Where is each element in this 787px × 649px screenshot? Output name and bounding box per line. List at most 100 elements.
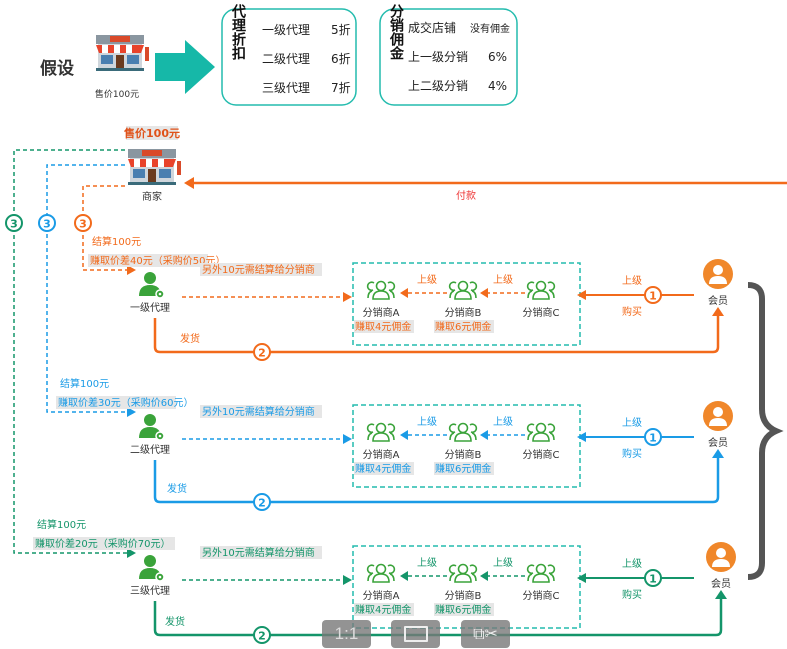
- earn-bg: [354, 462, 414, 475]
- margin-bg: [56, 396, 176, 409]
- ship-line: [153, 314, 720, 354]
- step-2-badge: [253, 343, 271, 361]
- earn-text: 赚取4元佣金: [355, 320, 411, 333]
- arrow-head: [343, 575, 352, 585]
- commission-name: 成交店铺: [408, 20, 456, 35]
- upper-label: 上级: [493, 557, 513, 569]
- discount-name: 二级代理: [262, 52, 310, 66]
- commission-value: 没有佣金: [470, 22, 510, 35]
- distributor-label: 分销商C: [523, 448, 560, 461]
- distributor-icon: [526, 422, 556, 442]
- discount-name: 一级代理: [262, 23, 310, 37]
- commission-value: 6%: [488, 50, 507, 64]
- arrow-head: [127, 548, 136, 558]
- margin-text: 赚取价差20元（采购价70元）: [35, 537, 170, 550]
- settle-text: 结算100元: [60, 377, 109, 390]
- member-icon: [703, 259, 733, 289]
- earn-text: 赚取6元佣金: [435, 320, 491, 333]
- actual-size-label: 1:1: [334, 624, 359, 643]
- settlement-line: [13, 149, 128, 554]
- step-3-badge: [5, 214, 23, 232]
- discount-value: 7折: [331, 80, 351, 95]
- distributor-box: [352, 545, 581, 629]
- distributor-label: 分销商B: [445, 589, 482, 602]
- arrow-head: [577, 573, 586, 583]
- extra-bg: [200, 546, 322, 559]
- earn-bg: [434, 320, 494, 333]
- distributor-icon: [526, 563, 556, 583]
- distributor-icon: [366, 422, 396, 442]
- distributor-icon: [448, 422, 478, 442]
- earn-text: 赚取6元佣金: [435, 603, 491, 616]
- agent-icon: [138, 271, 165, 299]
- arrow-head: [127, 265, 136, 275]
- agent-label: 二级代理: [130, 444, 170, 456]
- upper-label: 上级: [417, 557, 437, 569]
- step-2-label: 2: [258, 630, 266, 643]
- upper-label: 上级: [493, 274, 513, 286]
- step-2-badge: [253, 493, 271, 511]
- upper-label: 上级: [417, 274, 437, 286]
- extra-bg: [200, 405, 322, 418]
- extra-text: 另外10元需结算给分销商: [202, 405, 315, 418]
- distributor-icon: [448, 280, 478, 300]
- arrow-head: [577, 290, 586, 300]
- agent-icon: [138, 554, 165, 582]
- arrow-head: [400, 288, 408, 298]
- step-1-badge: [644, 286, 662, 304]
- payment-arrow-head: [184, 177, 194, 189]
- earn-text: 赚取4元佣金: [355, 462, 411, 475]
- buy-label: 购买: [622, 305, 642, 318]
- settle-text: 结算100元: [37, 518, 86, 531]
- payment-label: 付款: [456, 189, 476, 202]
- actual-size-button[interactable]: 1:1: [322, 620, 371, 648]
- settle-text: 结算100元: [92, 235, 141, 248]
- commission-name: 上一级分销: [408, 50, 468, 64]
- merchant-price-bg: [126, 126, 178, 140]
- discount-name: 三级代理: [262, 81, 310, 95]
- arrow-head: [400, 571, 408, 581]
- step-3-badge: [38, 214, 56, 232]
- step-1-badge: [644, 428, 662, 446]
- earn-bg: [354, 603, 414, 616]
- arrow-head: [400, 430, 408, 440]
- arrow-head: [480, 288, 488, 298]
- member-label: 会员: [711, 577, 731, 590]
- step-1-label: 1: [649, 432, 657, 445]
- margin-bg: [33, 537, 175, 550]
- step-3-label: 3: [79, 218, 87, 231]
- distributor-box: [352, 262, 581, 346]
- arrow-head: [715, 590, 727, 599]
- arrow-head: [712, 449, 724, 458]
- arrow-head: [343, 292, 352, 302]
- member-upper-label: 上级: [622, 417, 642, 429]
- brace: [747, 282, 784, 580]
- fit-screen-icon: [403, 626, 428, 642]
- extra-text: 另外10元需结算给分销商: [202, 263, 315, 276]
- margin-bg: [88, 254, 208, 267]
- agent-row-2: 3结算100元赚取价差30元（采购价60元）二级代理另外10元需结算给分销商分销…: [38, 164, 733, 511]
- distributor-label: 分销商C: [523, 306, 560, 319]
- member-label: 会员: [708, 294, 728, 307]
- buy-label: 购买: [622, 588, 642, 601]
- step-3-label: 3: [10, 218, 18, 231]
- distributor-label: 分销商A: [363, 448, 400, 461]
- step-2-label: 2: [258, 347, 266, 360]
- step-1-label: 1: [649, 290, 657, 303]
- ship-label: 发货: [180, 332, 200, 345]
- ship-line: [153, 456, 720, 504]
- agent-discount-box: [221, 8, 357, 106]
- screenshot-button[interactable]: ⧉✂: [461, 620, 510, 648]
- arrow-head: [343, 434, 352, 444]
- arrow-head: [712, 307, 724, 316]
- earn-bg: [354, 320, 414, 333]
- settlement-line: [46, 164, 128, 413]
- commission-name: 上二级分销: [408, 79, 468, 93]
- buy-label: 购买: [622, 447, 642, 460]
- arrow-right-icon: [155, 40, 215, 94]
- agent-label: 三级代理: [130, 585, 170, 597]
- discount-value: 6折: [331, 51, 351, 66]
- fit-screen-button[interactable]: [391, 620, 440, 648]
- arrow-head: [480, 430, 488, 440]
